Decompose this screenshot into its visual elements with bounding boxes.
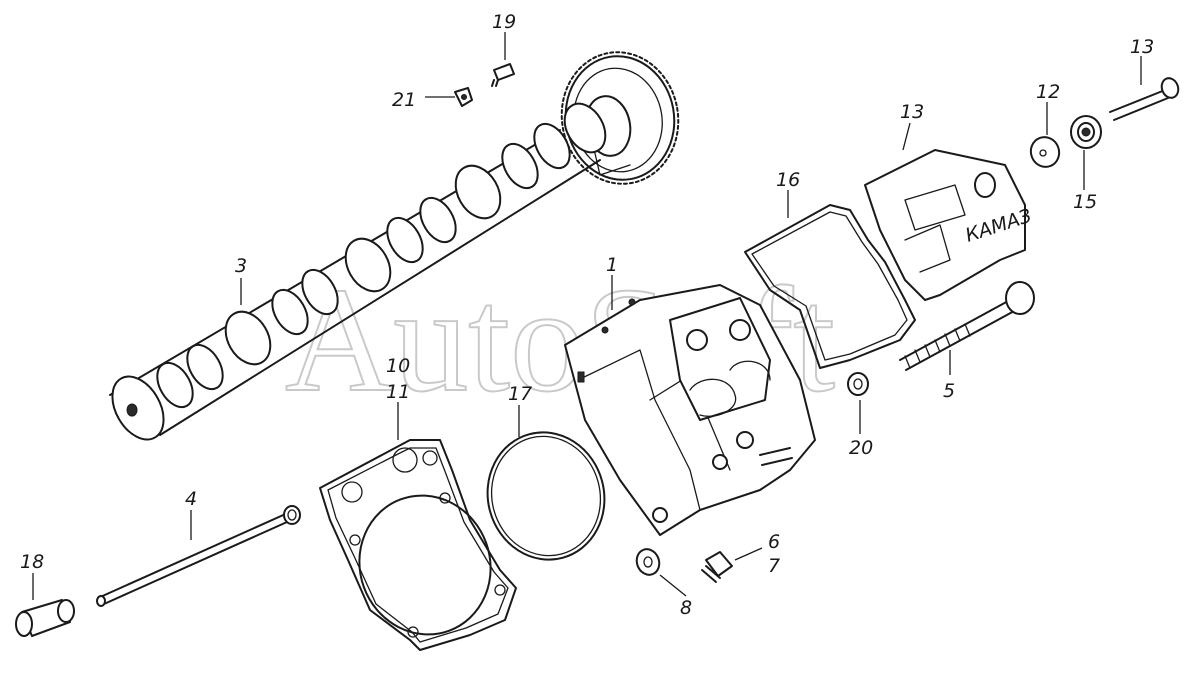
callout-10: 10 (386, 355, 410, 377)
cylinder-head-1 (564, 284, 816, 536)
callout-5: 5 (943, 380, 955, 402)
callout-19: 19 (492, 11, 516, 33)
bolt-19 (491, 63, 515, 87)
callout-3: 3 (235, 255, 247, 277)
bolt-5 (899, 281, 1035, 371)
callout-20: 20 (849, 437, 873, 459)
leader-lines (32, 32, 1142, 600)
head-gasket-11 (319, 439, 517, 651)
callout-4: 4 (185, 488, 197, 510)
callout-6: 6 (768, 531, 780, 553)
callout-16: 16 (776, 169, 800, 191)
cover-gasket-16 (744, 204, 916, 369)
callout-13-bolt: 13 (1130, 36, 1154, 58)
washer-12 (1029, 136, 1061, 168)
camshaft-cams (111, 102, 607, 441)
callout-13-cover: 13 (900, 101, 924, 123)
callout-11: 11 (386, 381, 410, 403)
callout-15: 15 (1073, 191, 1097, 213)
washer-20 (847, 372, 869, 396)
callout-12: 12 (1036, 81, 1060, 103)
callout-18: 18 (20, 551, 44, 573)
tappet-18 (15, 599, 75, 637)
o-ring-17 (486, 431, 606, 561)
callout-7: 7 (768, 555, 780, 577)
callout-labels: 1 3 4 5 6 7 8 10 11 12 13 13 15 16 17 18… (20, 11, 1154, 619)
bolt-13 (1109, 77, 1180, 121)
washer-8 (635, 548, 661, 576)
plug-6-7 (701, 551, 733, 583)
callout-21: 21 (392, 89, 416, 111)
callout-1: 1 (606, 254, 618, 276)
camshaft-part (109, 51, 680, 441)
callout-8: 8 (680, 597, 692, 619)
pushrod-4 (96, 505, 301, 607)
grommet-15 (1070, 115, 1102, 149)
callout-17: 17 (508, 383, 532, 405)
valve-cover-13: КАМАЗ (864, 149, 1034, 301)
clip-21 (454, 87, 473, 107)
